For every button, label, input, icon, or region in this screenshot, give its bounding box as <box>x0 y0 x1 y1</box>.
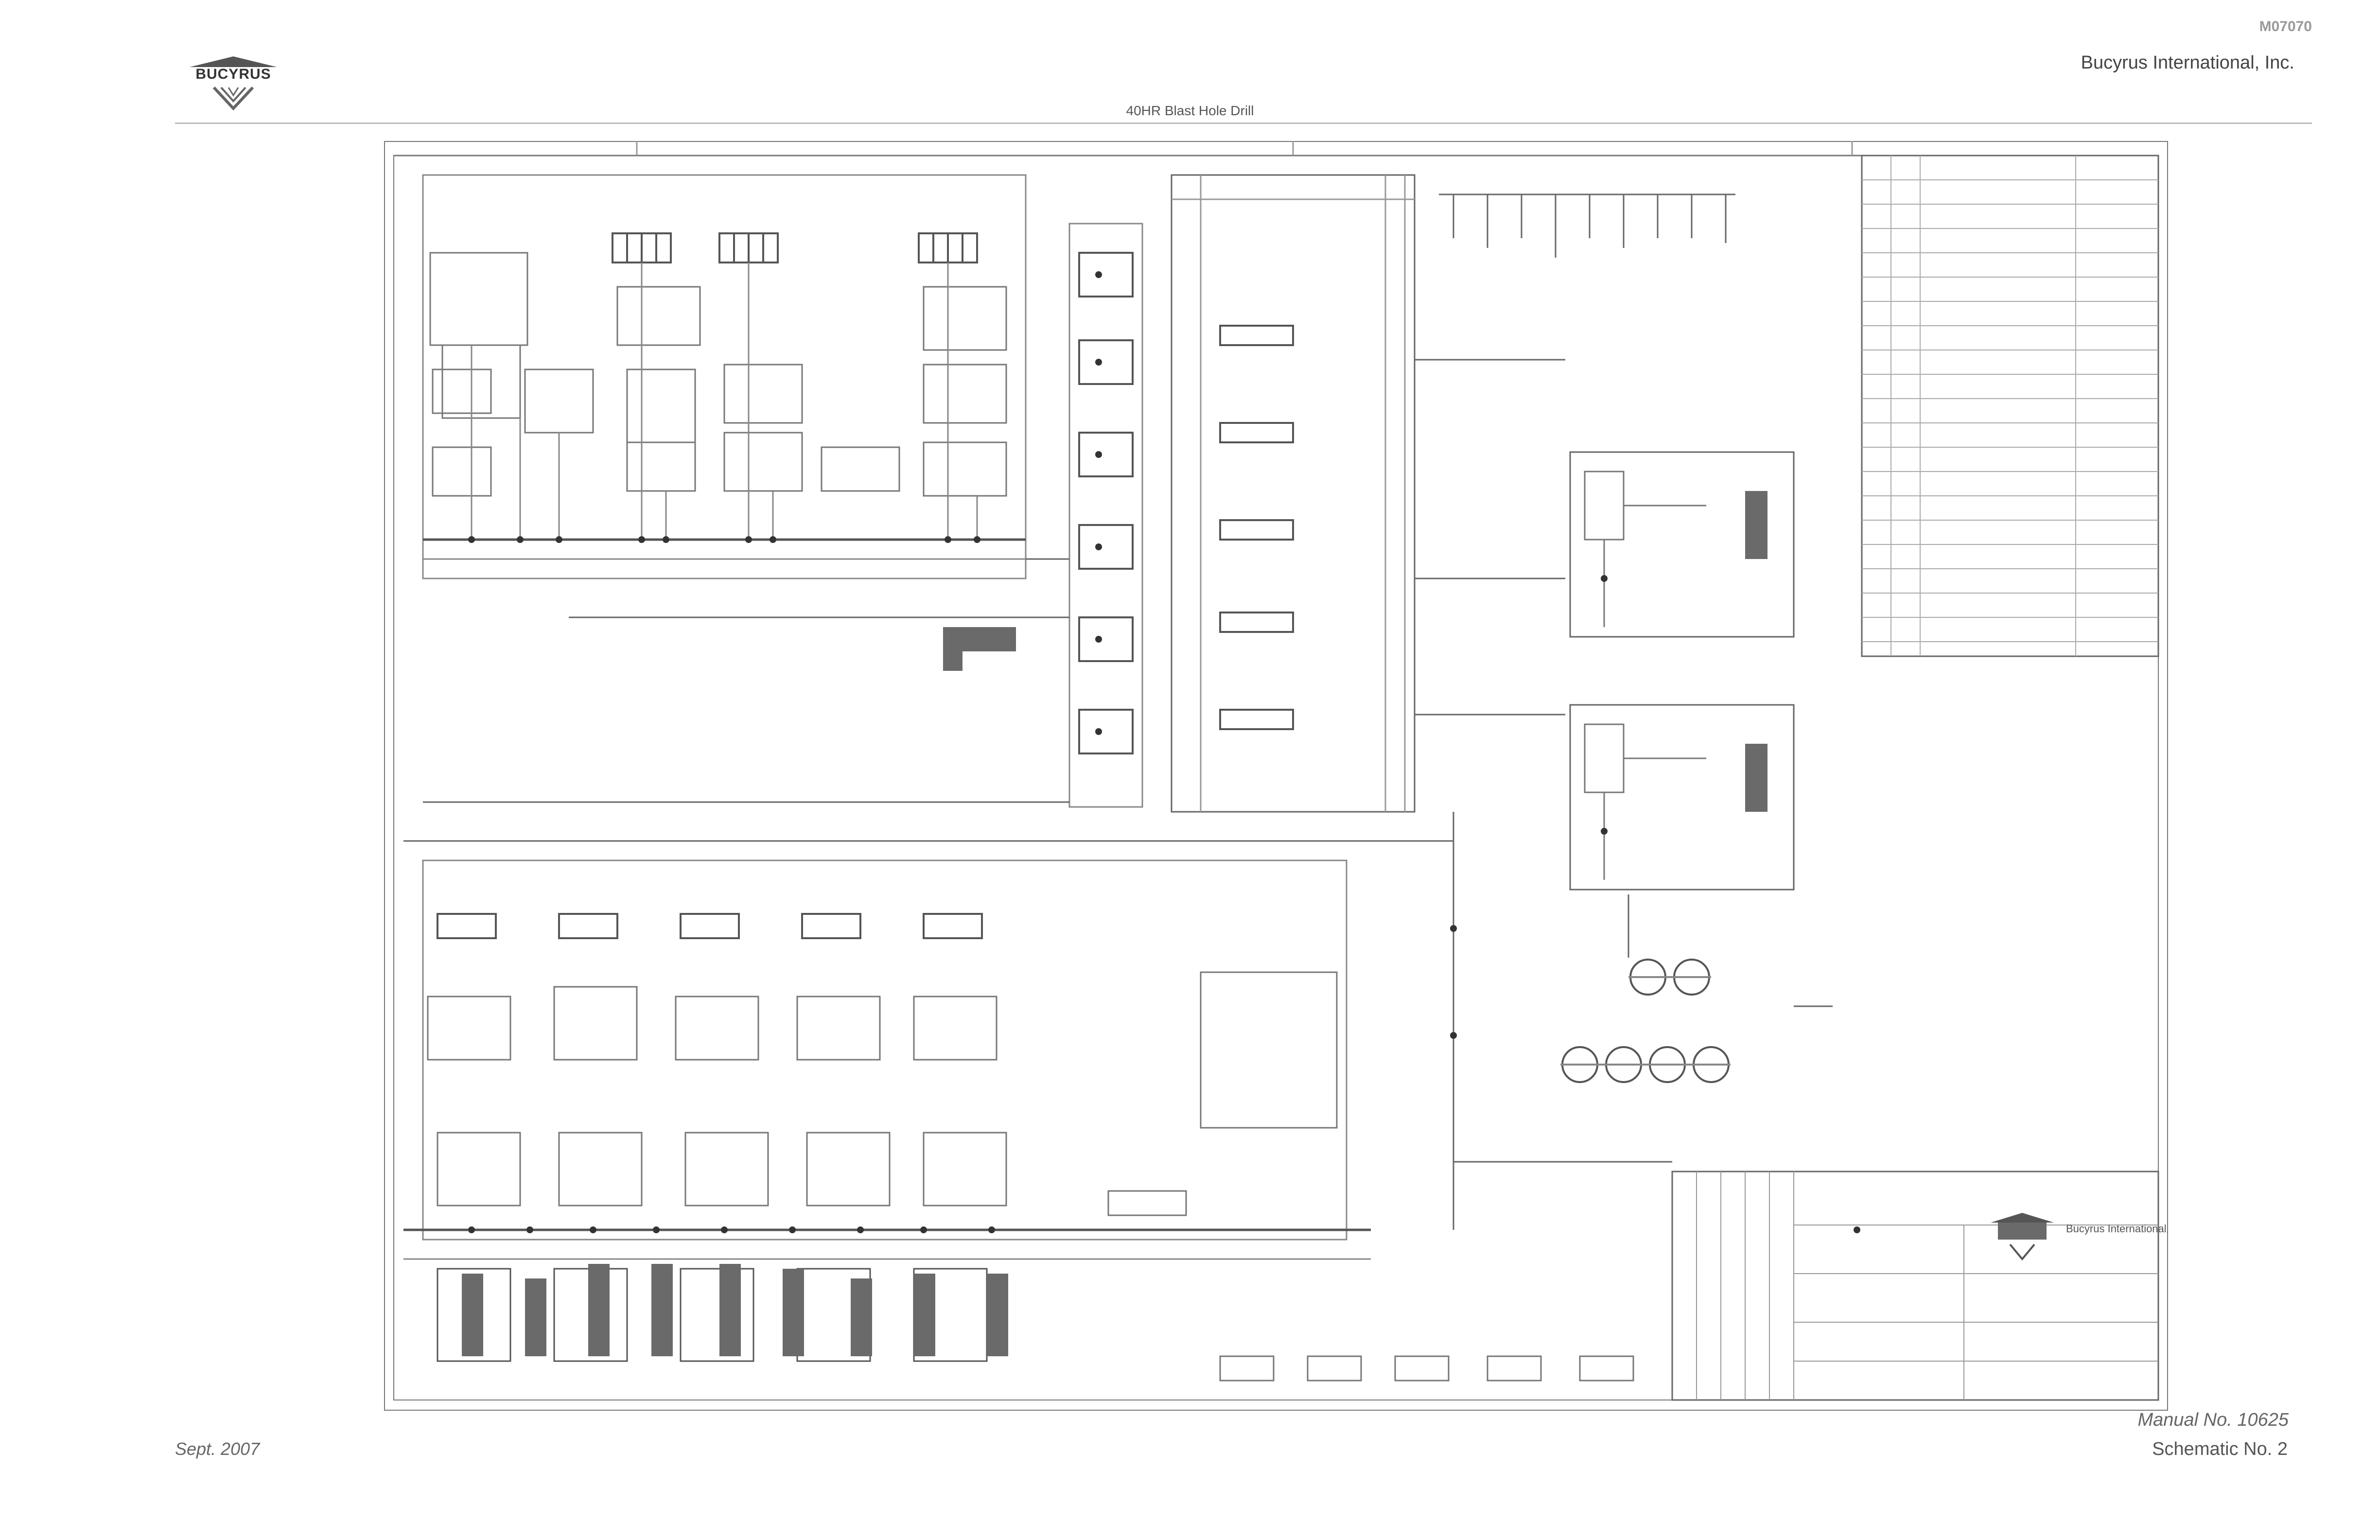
title-block-logo-icon <box>1991 1213 2054 1261</box>
schematic-drawing: Bucyrus International, Inc. <box>383 140 2189 1412</box>
hydraulic-schematic: Bucyrus International, Inc. <box>383 140 2189 1412</box>
directional-valve-column <box>1171 174 1416 813</box>
sheet-border <box>383 140 2169 1412</box>
header-divider <box>175 122 2312 124</box>
cylinder-upper <box>1745 491 1768 559</box>
document-title: 40HR Blast Hole Drill <box>1126 103 1254 118</box>
revision-date: Sept. 2007 <box>175 1439 260 1459</box>
company-name: Bucyrus International, Inc. <box>2081 52 2294 73</box>
doc-code: M07070 <box>2259 18 2312 35</box>
title-block <box>1671 1171 2159 1401</box>
upper-valve-bank <box>422 174 1027 579</box>
upper-actuator-circuit <box>1569 451 1795 638</box>
sheet-inner-border <box>393 155 2159 1400</box>
lower-valve-bank <box>422 859 1348 1241</box>
cylinder-lower <box>1745 744 1768 812</box>
bucyrus-logo: BUCYRUS <box>185 52 292 116</box>
manual-number: Manual No. 10625 <box>2137 1410 2289 1430</box>
center-valve-stack <box>1068 223 1143 808</box>
logo-mark-icon <box>190 56 277 111</box>
parts-list-table <box>1861 155 2159 657</box>
title-block-company: Bucyrus International, Inc. <box>2066 1223 2168 1235</box>
lower-actuator-circuit <box>1569 704 1795 891</box>
logo-text: BUCYRUS <box>195 66 271 82</box>
schematic-number: Schematic No. 2 <box>2152 1439 2288 1459</box>
